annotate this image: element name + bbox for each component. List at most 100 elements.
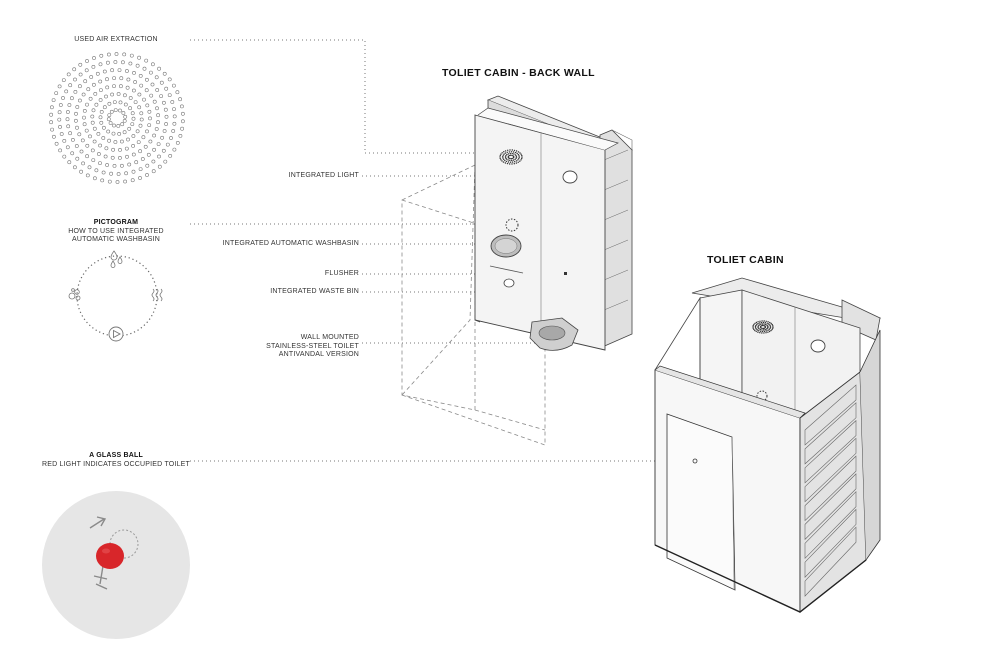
side-panel-rib	[804, 437, 857, 503]
perforation-dot	[513, 153, 515, 155]
perforation-dot	[121, 60, 125, 65]
perforation-dot	[94, 168, 99, 173]
perforation-dot	[149, 93, 154, 98]
perforation-dot	[754, 326, 757, 328]
perforation-dot	[165, 142, 170, 147]
perforation-dot	[80, 138, 85, 143]
perforation-dot	[137, 105, 142, 110]
perforation-dot	[131, 169, 136, 174]
perforation-dot	[107, 179, 112, 184]
perforation-dot	[123, 102, 128, 107]
perforation-dot	[97, 152, 101, 156]
integrated-light-label: INTEGRATED LIGHT	[288, 172, 359, 179]
perforation-dot	[107, 52, 111, 57]
perforation-dot	[516, 152, 518, 155]
perforation-dot	[131, 116, 136, 121]
perforation-dot	[762, 327, 765, 330]
perforation-dot	[757, 325, 760, 327]
perforation-dot	[501, 152, 503, 154]
perforation-dot	[128, 96, 133, 100]
perforation-dot	[98, 62, 103, 67]
perforation-dot	[112, 163, 117, 168]
perforation-dot	[752, 326, 754, 328]
perforation-dot	[761, 330, 764, 333]
perforation-dot	[761, 323, 763, 325]
perforation-dot	[505, 155, 507, 157]
perforation-dot	[504, 156, 507, 158]
perforation-dot	[116, 172, 121, 176]
integrated-light-icon	[562, 170, 578, 184]
perforation-dot	[119, 76, 124, 81]
perforation-dot	[98, 98, 103, 102]
perforation-dot	[66, 124, 71, 129]
occupied-indicator-ball-icon	[42, 491, 190, 639]
perforation-dot	[171, 129, 176, 133]
perforation-dot	[134, 160, 139, 165]
perforation-dot	[65, 145, 70, 150]
perforation-dot	[52, 134, 56, 139]
perforation-dot	[164, 86, 169, 91]
perforation-dot	[148, 70, 153, 75]
perforation-dot	[129, 53, 134, 58]
perforation-dot	[140, 157, 145, 161]
perforation-dot	[503, 151, 505, 153]
perforation-dot	[93, 176, 97, 181]
perforation-dot	[500, 153, 502, 155]
perforation-dot	[504, 152, 507, 154]
perforation-dot	[110, 68, 115, 73]
perforation-dot	[131, 88, 136, 93]
waste-bin-label: INTEGRATED WASTE BIN	[270, 288, 359, 295]
toilet-line2: STAINLESS-STEEL TOILET	[266, 342, 359, 350]
perforation-dot	[99, 53, 104, 58]
perforation-dot	[130, 122, 135, 127]
perforation-dot	[151, 159, 156, 164]
perforation-dot	[505, 160, 508, 163]
perforation-dot	[760, 321, 763, 324]
perforation-dot	[124, 171, 129, 176]
perforation-dot	[62, 138, 67, 143]
perforation-dot	[763, 330, 766, 333]
perforation-dot	[96, 131, 101, 136]
perforation-dot	[106, 60, 110, 65]
perforation-dot	[139, 83, 144, 88]
perforation-dot	[112, 76, 117, 81]
perforation-dot	[511, 149, 513, 151]
perforation-dot	[92, 56, 96, 60]
perforation-dot	[121, 111, 126, 115]
perforation-dot	[145, 163, 150, 168]
perforation-dot	[111, 131, 116, 136]
leader-lines	[190, 39, 693, 462]
perforation-dot	[145, 129, 149, 134]
perforation-dot	[67, 103, 72, 107]
perforation-dot	[172, 121, 177, 126]
perforation-dot	[95, 71, 100, 76]
perforation-dot	[87, 165, 92, 170]
perforation-dot	[154, 127, 159, 131]
perforation-dot	[507, 153, 510, 155]
perforation-dot	[769, 325, 772, 327]
perforation-dot	[91, 65, 96, 69]
perforation-dot	[152, 147, 157, 152]
perforation-dot	[116, 92, 121, 96]
perforation-dot	[123, 93, 127, 98]
perforation-dot	[126, 137, 130, 142]
perforation-dot	[74, 111, 78, 116]
perforation-dot	[518, 158, 520, 160]
perforated-dot-pattern-icon	[49, 52, 185, 184]
perforation-dot	[180, 111, 185, 116]
perforation-dot	[515, 157, 517, 159]
perforation-dot	[107, 113, 112, 118]
perforation-dot	[99, 88, 103, 93]
perforation-dot	[138, 74, 143, 78]
perforation-dot	[178, 97, 183, 102]
perforation-dot	[92, 82, 96, 87]
perforation-dot	[110, 155, 115, 160]
perforation-dot	[167, 77, 172, 82]
perforation-dot	[57, 84, 62, 89]
toilet-cabin-drawing	[654, 277, 882, 613]
perforation-dot	[763, 323, 765, 325]
perforation-dot	[755, 328, 757, 330]
perforation-dot	[162, 71, 167, 76]
perforation-dot	[147, 109, 152, 114]
pictogram-line1: HOW TO USE INTEGRATED	[68, 227, 164, 235]
